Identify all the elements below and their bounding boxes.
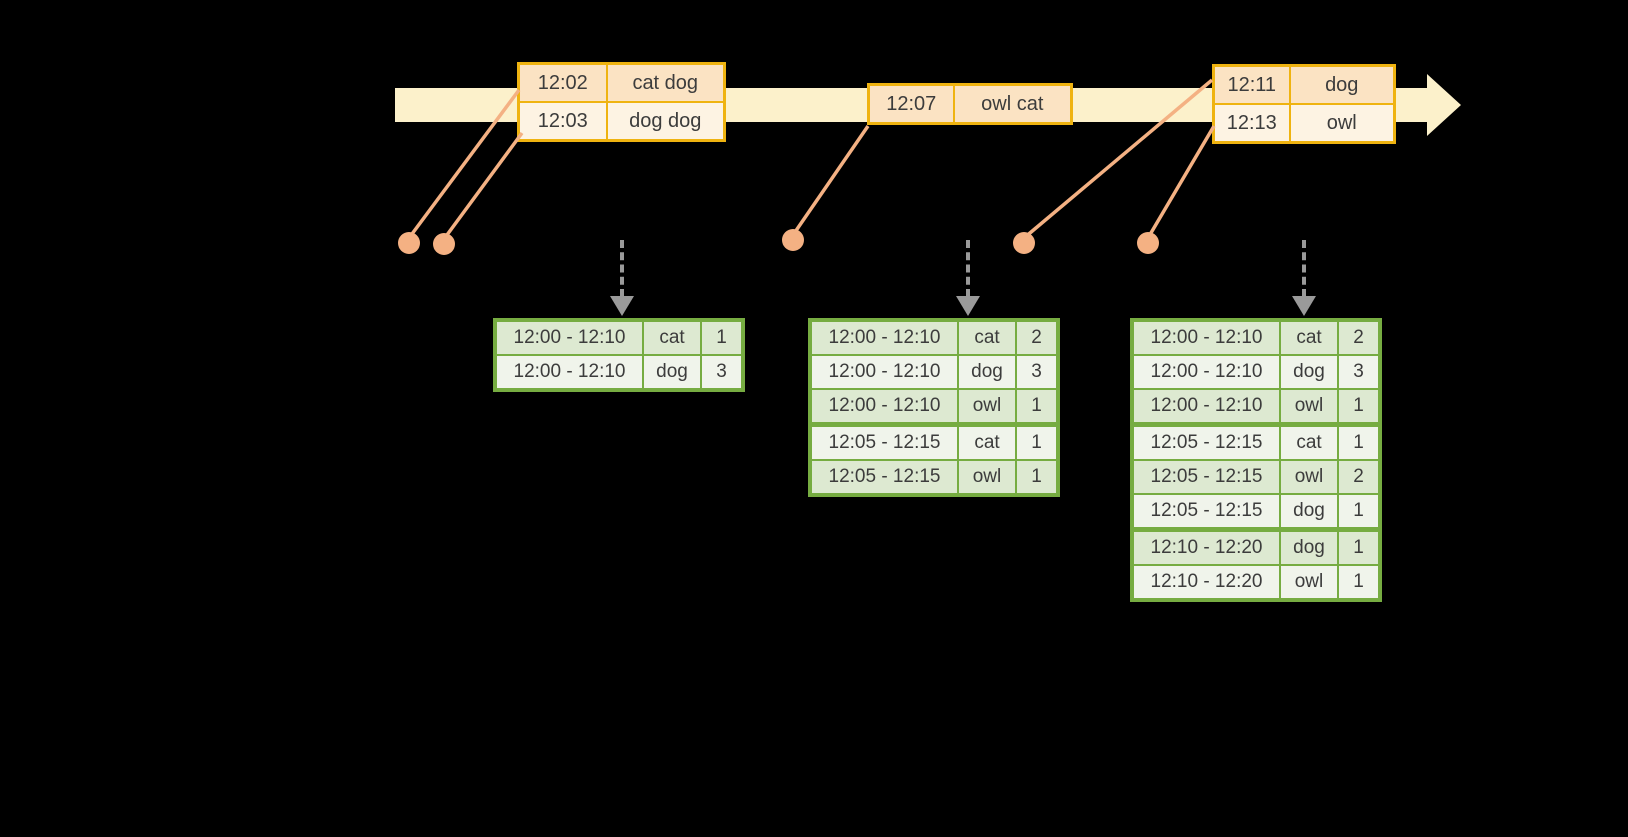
table-cell: dog: [1279, 354, 1339, 390]
table-cell: 12:05 - 12:15: [809, 459, 959, 496]
table-cell: 1: [1337, 564, 1381, 601]
table-cell: cat: [642, 319, 702, 356]
table-cell: 12:00 - 12:10: [809, 388, 959, 426]
table-cell: 1: [1337, 493, 1381, 531]
event-dot-icon: [1137, 232, 1159, 254]
table-cell: owl: [1279, 564, 1339, 601]
table-cell: cat: [1279, 319, 1339, 356]
table-cell: 3: [1015, 354, 1059, 390]
table-cell: 3: [1337, 354, 1381, 390]
event-dot-icon: [1013, 232, 1035, 254]
table-cell: 12:07: [867, 83, 955, 125]
table-cell: 1: [1337, 527, 1381, 566]
table-cell: cat: [957, 319, 1017, 356]
down-arrowhead-icon: [610, 296, 634, 316]
table-cell: owl: [957, 388, 1017, 426]
down-arrow-icon: [966, 240, 970, 297]
table-cell: owl: [1279, 388, 1339, 426]
table-cell: owl cat: [952, 83, 1073, 125]
table-cell: 12:00 - 12:10: [494, 354, 644, 391]
table-cell: 1: [1337, 388, 1381, 426]
event-dots: [398, 229, 1159, 255]
table-cell: 12:05 - 12:15: [1131, 422, 1281, 461]
connector-line: [791, 125, 870, 236]
connector-line: [442, 131, 524, 241]
table-cell: 1: [1015, 459, 1059, 496]
table-cell: 12:00 - 12:10: [809, 319, 959, 356]
table-cell: 12:02: [517, 62, 608, 103]
table-cell: owl: [957, 459, 1017, 496]
table-cell: dog: [1288, 64, 1396, 105]
table-cell: 12:05 - 12:15: [1131, 493, 1281, 531]
down-arrow-icon: [620, 240, 624, 297]
table-cell: 12:00 - 12:10: [1131, 388, 1281, 426]
table-cell: 12:05 - 12:15: [809, 422, 959, 461]
table-cell: dog: [1279, 527, 1339, 566]
table-cell: 1: [1015, 388, 1059, 426]
table-cell: dog: [1279, 493, 1339, 531]
table-cell: 2: [1337, 319, 1381, 356]
table-cell: 12:00 - 12:10: [1131, 354, 1281, 390]
event-dot-icon: [782, 229, 804, 251]
event-dot-icon: [398, 232, 420, 254]
table-cell: 2: [1337, 459, 1381, 495]
table-cell: owl: [1279, 459, 1339, 495]
table-cell: cat dog: [605, 62, 726, 103]
table-cell: dog dog: [605, 101, 726, 142]
down-arrowhead-icon: [956, 296, 980, 316]
table-cell: 3: [700, 354, 744, 391]
table-cell: dog: [642, 354, 702, 391]
down-arrowhead-icon: [1292, 296, 1316, 316]
table-cell: 12:10 - 12:20: [1131, 564, 1281, 601]
event-dot-icon: [433, 233, 455, 255]
down-arrow-icon: [1302, 240, 1306, 297]
table-cell: 12:00 - 12:10: [809, 354, 959, 390]
table-cell: dog: [957, 354, 1017, 390]
table-cell: owl: [1288, 103, 1396, 144]
table-cell: 1: [700, 319, 744, 356]
timeline-arrowhead-icon: [1427, 74, 1461, 136]
table-cell: 12:03: [517, 101, 608, 142]
table-cell: cat: [957, 422, 1017, 461]
table-cell: 1: [1337, 422, 1381, 461]
table-cell: 2: [1015, 319, 1059, 356]
connector-line: [1146, 125, 1216, 239]
table-cell: 1: [1015, 422, 1059, 461]
table-cell: 12:05 - 12:15: [1131, 459, 1281, 495]
table-cell: 12:00 - 12:10: [494, 319, 644, 356]
table-cell: 12:13: [1212, 103, 1291, 144]
table-cell: 12:00 - 12:10: [1131, 319, 1281, 356]
table-cell: cat: [1279, 422, 1339, 461]
table-cell: 12:11: [1212, 64, 1291, 105]
table-cell: 12:10 - 12:20: [1131, 527, 1281, 566]
